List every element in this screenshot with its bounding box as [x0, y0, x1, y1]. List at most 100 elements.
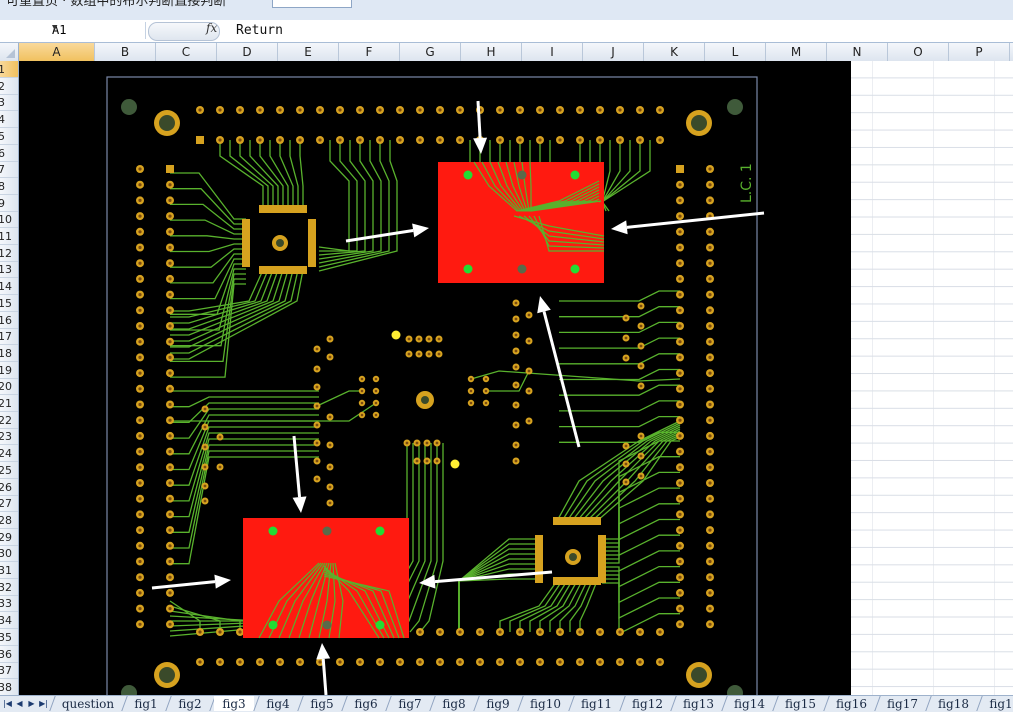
- pcb-pad-hole: [658, 108, 662, 112]
- row-header-36[interactable]: 36: [0, 646, 18, 663]
- column-header-m[interactable]: M: [766, 43, 827, 61]
- row-header-11[interactable]: 11: [0, 228, 18, 245]
- pcb-image[interactable]: L.C. 1: [19, 61, 851, 695]
- row-header-2[interactable]: 2: [0, 78, 18, 95]
- ribbon-partial-box[interactable]: [272, 0, 352, 8]
- row-header-31[interactable]: 31: [0, 562, 18, 579]
- row-header-7[interactable]: 7: [0, 161, 18, 179]
- pcb-pad-hole: [315, 385, 319, 389]
- row-header-3[interactable]: 3: [0, 94, 18, 112]
- row-header-20[interactable]: 20: [0, 378, 18, 396]
- prev-sheet-icon[interactable]: ◀: [16, 699, 23, 708]
- sheet-tab-fig18[interactable]: fig18: [938, 697, 969, 711]
- sheet-tab-fig17[interactable]: fig17: [887, 697, 918, 711]
- pcb-trace: [489, 161, 600, 212]
- column-header-b[interactable]: B: [95, 43, 156, 61]
- row-header-37[interactable]: 37: [0, 662, 18, 680]
- row-header-9[interactable]: 9: [0, 195, 18, 212]
- row-header-24[interactable]: 24: [0, 445, 18, 463]
- row-header-27[interactable]: 27: [0, 495, 18, 513]
- column-header-k[interactable]: K: [644, 43, 705, 61]
- sheet-tab-fig15[interactable]: fig15: [785, 697, 816, 711]
- column-header-c[interactable]: C: [156, 43, 217, 61]
- pcb-pad-square: [578, 517, 586, 525]
- row-header-23[interactable]: 23: [0, 428, 18, 446]
- sheet-tab-fig16[interactable]: fig16: [836, 697, 867, 711]
- row-header-13[interactable]: 13: [0, 261, 18, 279]
- row-header-10[interactable]: 10: [0, 211, 18, 229]
- sheet-tab-fig11[interactable]: fig11: [581, 697, 612, 711]
- row-header-22[interactable]: 22: [0, 412, 18, 429]
- sheet-tab-fig5[interactable]: fig5: [310, 697, 334, 711]
- pcb-pad-square: [242, 224, 250, 232]
- sheet-tab-question[interactable]: question: [61, 697, 115, 711]
- sheet-tab-fig9[interactable]: fig9: [486, 697, 510, 711]
- sheet-tab-fig7[interactable]: fig7: [398, 697, 422, 711]
- row-header-38[interactable]: 38: [0, 679, 18, 695]
- sheet-tab-fig6[interactable]: fig6: [354, 697, 378, 711]
- pcb-board-outline: [106, 76, 758, 695]
- row-header-25[interactable]: 25: [0, 462, 18, 479]
- row-header-21[interactable]: 21: [0, 395, 18, 412]
- column-header-o[interactable]: O: [888, 43, 949, 61]
- column-header-j[interactable]: J: [583, 43, 644, 61]
- sheet-tab-fig13[interactable]: fig13: [683, 697, 714, 711]
- sheet-tab-fig8[interactable]: fig8: [442, 697, 466, 711]
- column-header-p[interactable]: P: [949, 43, 1010, 61]
- row-header-28[interactable]: 28: [0, 512, 18, 529]
- column-header-g[interactable]: G: [400, 43, 461, 61]
- column-header-d[interactable]: D: [217, 43, 278, 61]
- last-sheet-icon[interactable]: ▶|: [39, 699, 48, 708]
- row-header-15[interactable]: 15: [0, 295, 18, 312]
- select-all-corner[interactable]: [0, 43, 19, 61]
- next-sheet-icon[interactable]: ▶: [28, 699, 35, 708]
- pcb-pad-hole: [378, 138, 382, 142]
- row-header-32[interactable]: 32: [0, 579, 18, 596]
- sheet-tab-fig12[interactable]: fig12: [632, 697, 663, 711]
- column-header-f[interactable]: F: [339, 43, 400, 61]
- sheet-tab-fig3[interactable]: fig3: [214, 696, 254, 711]
- row-header-33[interactable]: 33: [0, 595, 18, 613]
- row-header-26[interactable]: 26: [0, 479, 18, 496]
- sheet-tab-fig1-partial[interactable]: fig1: [989, 697, 1013, 711]
- row-header-6[interactable]: 6: [0, 145, 18, 162]
- sheet-tab-fig10[interactable]: fig10: [530, 697, 561, 711]
- row-header-4[interactable]: 4: [0, 111, 18, 129]
- row-header-1[interactable]: 1: [0, 61, 18, 78]
- name-box[interactable]: A1 ▼: [0, 22, 146, 39]
- row-header-8[interactable]: 8: [0, 178, 18, 195]
- column-header-l[interactable]: L: [705, 43, 766, 61]
- pcb-pad-square: [578, 577, 586, 585]
- row-header-16[interactable]: 16: [0, 312, 18, 329]
- arrow-shaft: [434, 570, 553, 584]
- row-header-19[interactable]: 19: [0, 362, 18, 379]
- row-header-35[interactable]: 35: [0, 629, 18, 646]
- column-header-a[interactable]: A: [19, 43, 95, 61]
- column-header-h[interactable]: H: [461, 43, 522, 61]
- row-header-5[interactable]: 5: [0, 128, 18, 145]
- row-header-34[interactable]: 34: [0, 612, 18, 630]
- row-header-18[interactable]: 18: [0, 345, 18, 362]
- row-header-29[interactable]: 29: [0, 529, 18, 546]
- row-header-17[interactable]: 17: [0, 328, 18, 346]
- row-header-14[interactable]: 14: [0, 278, 18, 296]
- sheet-tab-fig14[interactable]: fig14: [734, 697, 765, 711]
- highlight-region-top: [438, 162, 604, 283]
- formula-bar-toggle[interactable]: [148, 22, 220, 41]
- pcb-pad-square: [196, 136, 204, 144]
- column-header-n[interactable]: N: [827, 43, 888, 61]
- marker-dot: [463, 170, 473, 180]
- row-header-30[interactable]: 30: [0, 545, 18, 563]
- sheet-tab-fig2[interactable]: fig2: [178, 697, 202, 711]
- formula-input[interactable]: Return: [236, 23, 283, 38]
- column-header-i[interactable]: I: [522, 43, 583, 61]
- sheet-tab-fig4[interactable]: fig4: [266, 697, 290, 711]
- chevron-down-icon[interactable]: ▼: [52, 23, 58, 33]
- row-header-12[interactable]: 12: [0, 245, 18, 262]
- column-header-e[interactable]: E: [278, 43, 339, 61]
- pcb-trace: [538, 215, 604, 252]
- sheet-tab-fig1[interactable]: fig1: [134, 697, 158, 711]
- pcb-trace: [170, 253, 246, 284]
- insert-function-icon[interactable]: fx: [206, 21, 218, 35]
- first-sheet-icon[interactable]: |◀: [3, 699, 12, 708]
